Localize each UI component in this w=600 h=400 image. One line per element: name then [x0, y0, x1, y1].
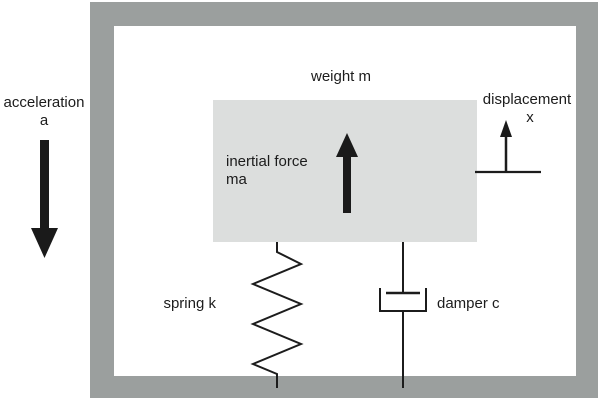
acceleration-label-line1: acceleration: [4, 94, 85, 111]
weight-label: weight m: [310, 68, 371, 85]
spring-label: spring k: [163, 295, 216, 312]
displacement-label-line2: x: [526, 109, 534, 126]
damper-symbol: [379, 242, 427, 388]
inertial-force-arrow: [336, 133, 358, 213]
spring-symbol: [250, 242, 304, 388]
displacement-label-line1: displacement: [483, 91, 572, 108]
damper-label: damper c: [437, 295, 500, 312]
displacement-arrow: [500, 120, 512, 171]
acceleration-label-line2: a: [40, 112, 49, 129]
acceleration-arrow: [31, 140, 58, 258]
inertial-force-label-line1: inertial force: [226, 153, 308, 170]
inertial-force-label-line2: ma: [226, 171, 247, 188]
